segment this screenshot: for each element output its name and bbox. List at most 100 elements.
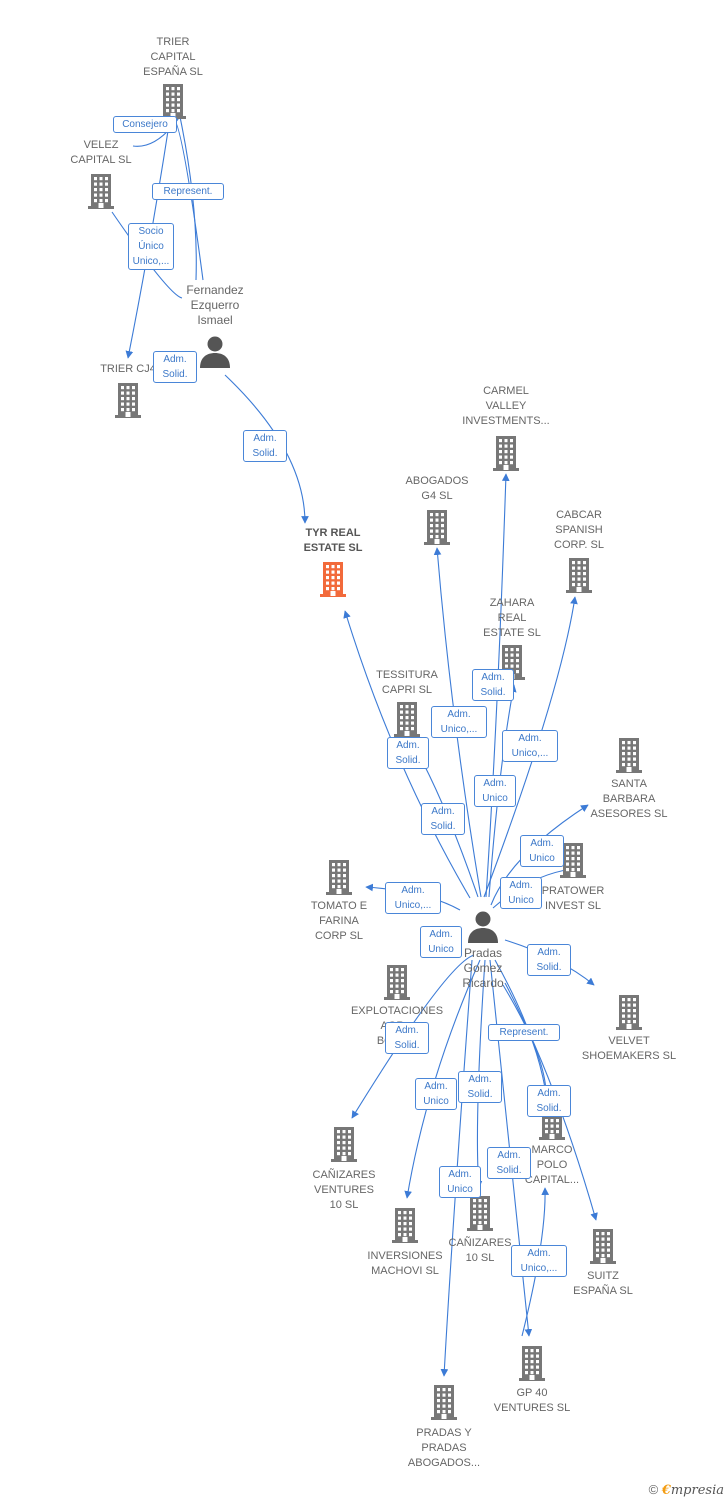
edge-label-tomato[interactable]: Adm.Unico,... (385, 882, 441, 914)
node-label-line: VELVET (608, 1035, 650, 1047)
building-icon[interactable] (108, 380, 148, 420)
edge-16 (351, 954, 475, 1119)
building-icon[interactable] (313, 559, 353, 599)
edge-label-line: Unico,... (394, 900, 432, 911)
edge-label-line: Unico (428, 944, 454, 955)
building-icon[interactable] (609, 735, 649, 775)
person-icon[interactable] (463, 907, 503, 947)
edge-label-carmel[interactable]: Adm.Unico (474, 775, 516, 807)
node-label-line: Pradas (463, 946, 503, 960)
edge-label-marco[interactable]: Adm.Solid. (527, 1085, 571, 1117)
building-icon[interactable] (486, 433, 526, 473)
edge-label-gp40[interactable]: Adm.Unico,... (511, 1245, 567, 1277)
edge-label-canizares-v[interactable]: Adm.Solid. (385, 1022, 429, 1054)
edge-label-tyr-2[interactable]: Adm.Solid. (421, 803, 465, 835)
node-label-line: 10 SL (329, 1199, 359, 1211)
building-icon[interactable] (460, 1193, 500, 1233)
building-icon[interactable] (512, 1343, 552, 1383)
edge-label-abogados[interactable]: Adm.Unico,... (431, 706, 487, 738)
edge-label-zahara[interactable]: Adm.Solid. (472, 669, 514, 701)
edge-label-line: Adm. (483, 778, 507, 789)
edge-label-line: Unico (447, 1184, 473, 1195)
node-label-line: MARCO (531, 1144, 573, 1156)
edge-label-line: Adm. (447, 709, 471, 720)
node-label-line: ABOGADOS (405, 475, 469, 487)
edge-label-inversiones[interactable]: Adm.Unico (415, 1078, 457, 1110)
building-icon[interactable] (324, 1124, 364, 1164)
node-label-line: CABCAR (556, 509, 602, 521)
node-label-line: INVERSIONES (367, 1250, 443, 1262)
empresia-logo-text: mpresia (670, 1483, 724, 1498)
node-label-line: CARMEL (483, 385, 529, 397)
building-icon[interactable] (377, 962, 417, 1002)
node-label-line: BARBARA (602, 793, 656, 805)
node-label-line: GP 40 (516, 1387, 548, 1399)
building-icon[interactable] (81, 171, 121, 211)
edge-label-pratower[interactable]: Adm.Unico (500, 877, 542, 909)
edge-label-pradas-abogados[interactable]: Adm.Unico (439, 1166, 481, 1198)
node-label-line: POLO (536, 1159, 568, 1171)
edge-label-explotaciones[interactable]: Adm.Unico (420, 926, 462, 958)
node-label-line: PRADAS (421, 1442, 467, 1454)
edge-label-velvet[interactable]: Adm.Solid. (527, 944, 571, 976)
node-label-line: CAÑIZARES (448, 1237, 512, 1249)
edge-4 (111, 211, 183, 299)
node-label-line: Fernandez (186, 283, 244, 297)
edge-label-suitz[interactable]: Adm.Solid. (487, 1147, 531, 1179)
building-icon[interactable] (387, 699, 427, 739)
building-icon[interactable] (609, 992, 649, 1032)
edge-label-represent-2[interactable]: Represent. (488, 1024, 560, 1041)
edge-9 (483, 596, 578, 898)
node-label-line: Gomez (463, 961, 503, 975)
building-icon[interactable] (417, 507, 457, 547)
edge-label-line: Adm. (527, 1248, 551, 1259)
edge-label-consejero[interactable]: Consejero (113, 116, 177, 133)
person-icon[interactable] (195, 332, 235, 372)
edge-label-cabcar[interactable]: Adm.Unico,... (502, 730, 558, 762)
edge-label-fern-tyr[interactable]: Adm.Solid. (243, 430, 287, 462)
node-label-line: TRIER (156, 36, 190, 48)
building-icon[interactable] (385, 1205, 425, 1245)
edge-label-line: Unico (529, 853, 555, 864)
building-icon[interactable] (583, 1226, 623, 1266)
building-icon[interactable] (424, 1382, 464, 1422)
node-label-line: Ismael (197, 313, 233, 327)
node-label-trier-cj4[interactable]: TRIER CJ4 (53, 362, 203, 377)
edge-label-line: Unico,... (132, 256, 170, 267)
edge-label-represent-1[interactable]: Represent. (152, 183, 224, 200)
node-label-line: ESTATE SL (483, 627, 541, 639)
edge-label-fern-trier[interactable]: Adm.Solid. (153, 351, 197, 383)
building-icon[interactable] (559, 555, 599, 595)
edge-label-santa[interactable]: Adm.Unico (520, 835, 564, 867)
edge-label-line: Adm. (424, 1081, 448, 1092)
building-icon[interactable] (553, 840, 593, 880)
edge-label-tessitura[interactable]: Adm.Solid. (387, 737, 429, 769)
building-icon[interactable] (319, 857, 359, 897)
node-label-line: TOMATO E (310, 900, 368, 912)
edge-label-canizares-10[interactable]: Adm.Solid. (458, 1071, 502, 1103)
building-icon[interactable] (153, 81, 193, 121)
edge-label-line: Consejero (122, 119, 168, 130)
